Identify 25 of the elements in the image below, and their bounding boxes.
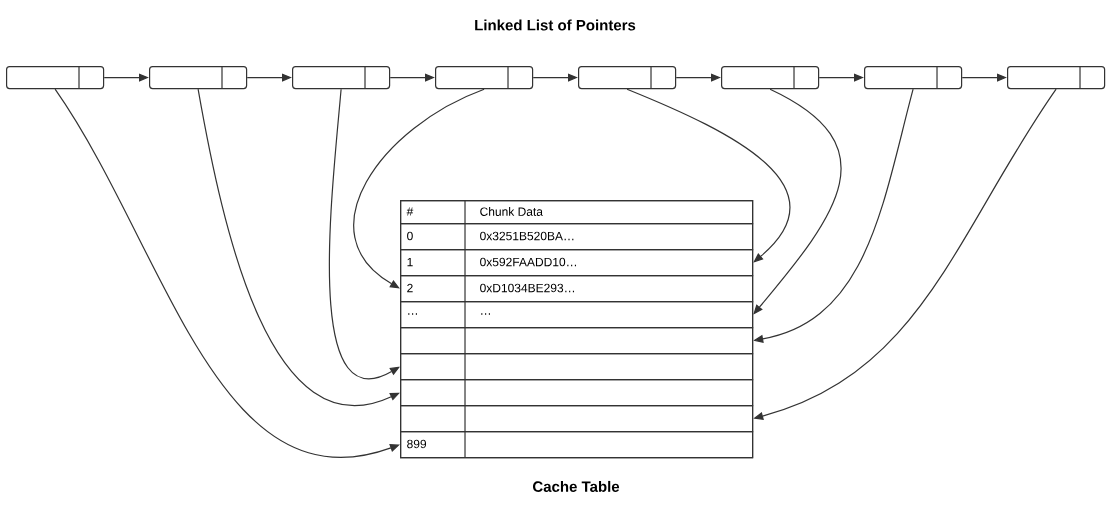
- table-row: [400, 326, 754, 355]
- table-row: [400, 404, 754, 433]
- table-row: [400, 352, 754, 381]
- arrow: [626, 88, 791, 263]
- arrow: [353, 88, 485, 289]
- list-node-box: [149, 65, 248, 90]
- arrow: [54, 88, 400, 458]
- node-label: Cache Table: [532, 480, 620, 492]
- list-node-box: [1007, 65, 1106, 90]
- table-row: 1 0x592FAADD10…: [400, 248, 754, 277]
- list-node-box: [578, 65, 677, 90]
- list-node-box: [435, 65, 534, 90]
- table-row: … …: [400, 300, 754, 329]
- title: Linked List of Pointers: [475, 19, 636, 31]
- list-node-box: [864, 65, 963, 90]
- table-row: 899: [400, 430, 754, 459]
- table-row: 0 0x3251B520BA…: [400, 222, 754, 251]
- list-node-box: [292, 65, 391, 90]
- table-row: 2 0xD1034BE293…: [400, 274, 754, 303]
- table-row: [400, 378, 754, 407]
- table-row: # Chunk Data: [400, 199, 754, 225]
- arrow: [197, 88, 400, 406]
- list-node-box: [721, 65, 820, 90]
- list-node-box: [6, 65, 105, 90]
- arrow: [328, 88, 400, 380]
